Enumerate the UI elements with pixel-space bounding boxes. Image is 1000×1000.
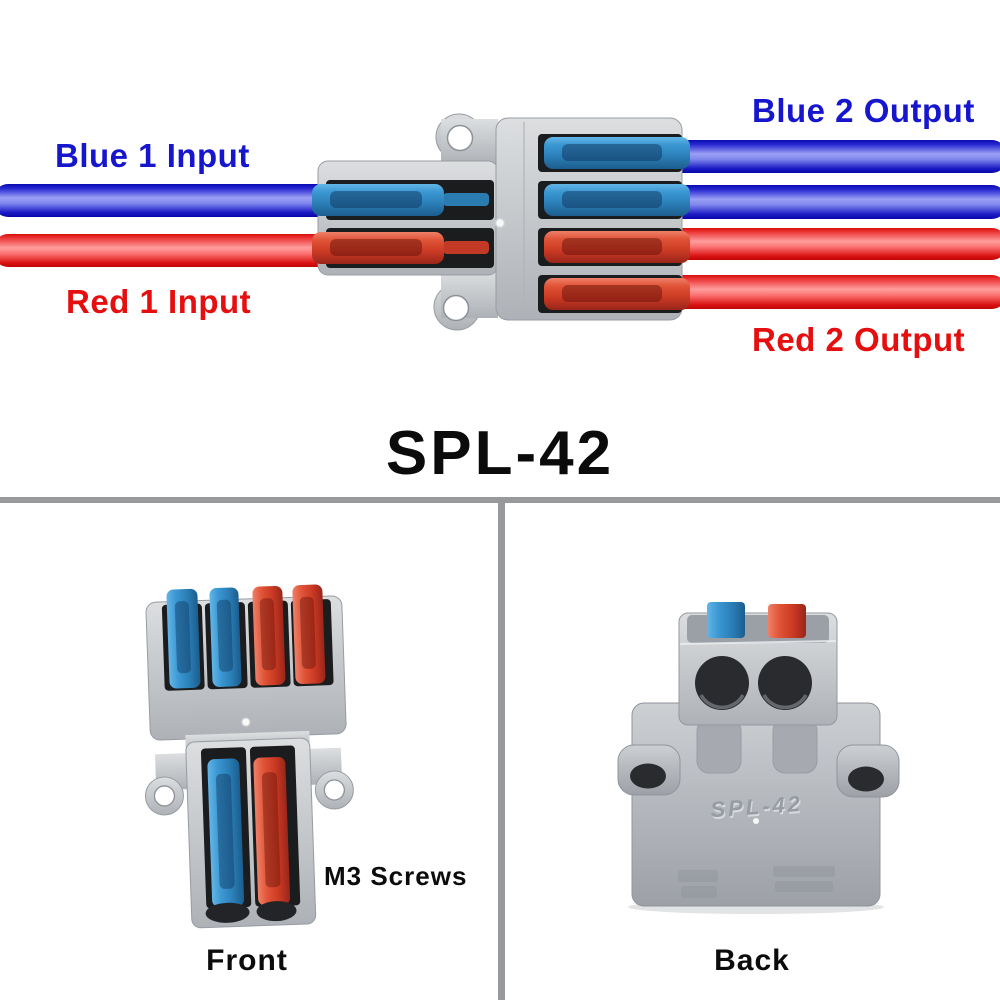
front-wire-port-2 <box>256 901 297 922</box>
mounting-ear-top <box>435 113 498 164</box>
caption-front: Front <box>206 944 288 977</box>
output-levers <box>538 134 690 313</box>
red-output-wire-2 <box>656 275 1000 309</box>
red-output-lever-2 <box>544 278 690 310</box>
horizontal-divider <box>0 497 1000 503</box>
front-wire-port-1 <box>205 902 250 923</box>
back-view-photo: SPL-42 SPL-42 <box>617 602 900 914</box>
red-input-lever <box>312 232 444 264</box>
front-upper-levers <box>166 584 326 689</box>
blue-output-lever-1 <box>544 137 690 169</box>
blue-output-wire-2 <box>656 185 1000 219</box>
front-mounting-ears <box>144 747 354 816</box>
mounting-ear-bottom <box>433 272 498 331</box>
red-release-button <box>768 604 806 638</box>
output-wires <box>656 140 1000 309</box>
back-release-buttons <box>707 602 806 638</box>
back-wire-ports <box>695 656 812 710</box>
blue-input-lever <box>312 184 444 216</box>
label-red-input: Red 1 Input <box>66 283 252 320</box>
molded-marks <box>678 866 835 898</box>
front-pinhole <box>241 717 251 727</box>
back-mounting-lug-right <box>836 744 900 798</box>
label-red-output: Red 2 Output <box>752 321 966 358</box>
wiring-diagram <box>0 113 1000 331</box>
label-m3-screws: M3 Screws <box>324 861 468 891</box>
red-output-wire-1 <box>656 228 1000 260</box>
blue-output-lever-2 <box>544 184 690 216</box>
blue-release-button <box>707 602 745 638</box>
blue-output-wire-1 <box>656 140 1000 173</box>
label-blue-output: Blue 2 Output <box>752 92 975 129</box>
input-wires <box>0 184 336 267</box>
vertical-divider <box>498 503 505 1000</box>
product-title: SPL-42 <box>385 419 615 488</box>
red-input-wire <box>0 234 336 267</box>
blue-input-wire <box>0 184 336 217</box>
red-output-lever-1 <box>544 231 690 263</box>
input-levers <box>312 180 494 268</box>
front-lower-levers <box>207 756 291 908</box>
label-blue-input: Blue 1 Input <box>55 137 250 174</box>
front-view-photo <box>144 584 354 929</box>
caption-back: Back <box>714 944 790 977</box>
release-pinhole <box>494 217 506 229</box>
back-mounting-lug-left <box>617 744 681 796</box>
